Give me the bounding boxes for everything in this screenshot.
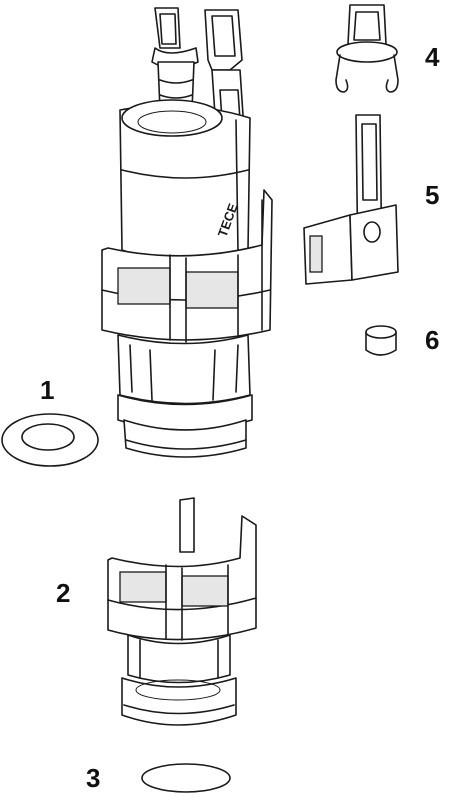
valve-lower-body xyxy=(117,334,253,458)
valve-cylinder: TECE xyxy=(119,99,251,262)
callout-part-4: 4 xyxy=(425,42,440,72)
part-1-gasket xyxy=(1,413,99,467)
part-2-basket xyxy=(107,497,257,726)
flush-valve-assembly: TECE xyxy=(101,7,273,458)
part-5-lever xyxy=(303,114,399,285)
callout-part-3: 3 xyxy=(86,763,101,793)
callout-part-5: 5 xyxy=(425,180,440,210)
basket-cage xyxy=(101,189,273,343)
part-4-clip xyxy=(335,4,399,93)
callout-part-6: 6 xyxy=(425,325,440,355)
part-6-cap xyxy=(365,325,397,356)
part-3-seal xyxy=(141,763,231,793)
callout-part-1: 1 xyxy=(40,375,55,405)
callout-part-2: 2 xyxy=(56,578,71,608)
